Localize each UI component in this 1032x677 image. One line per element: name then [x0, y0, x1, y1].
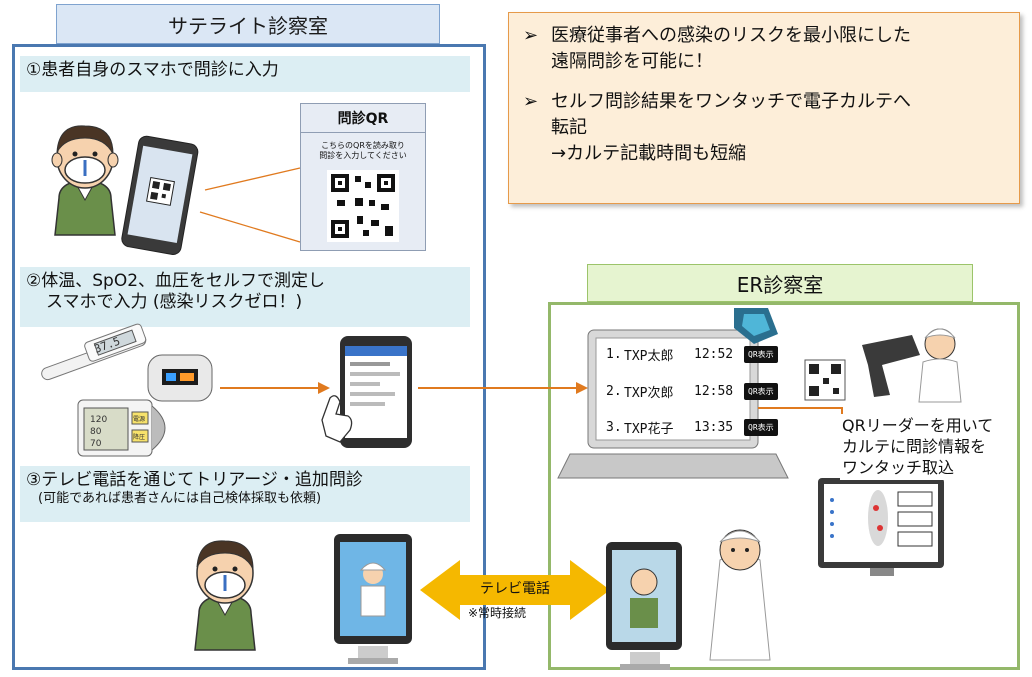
- bp-value-2: 80: [90, 427, 102, 437]
- patient-num: 1.: [606, 347, 622, 362]
- qr-card: 問診QR こちらのQRを読み取り 問診を入力してください: [300, 103, 426, 251]
- logo-icon: [734, 308, 778, 344]
- qr-reader-caption-line1: QRリーダーを用いて: [842, 416, 994, 435]
- pointing-hand-icon: [321, 395, 353, 443]
- summary-bullet-1-line1: 医療従事者への感染のリスクを最小限にした: [551, 25, 911, 46]
- patient-name: TXP次郎: [624, 386, 674, 401]
- patient-time: 12:52: [694, 347, 734, 362]
- patient-name: TXP花子: [624, 422, 674, 437]
- patient-row-2: 2. TXP次郎 12:58 QR表示: [606, 382, 778, 401]
- qr-card-text-line2: 問診を入力してください: [319, 151, 407, 161]
- qr-card-title: 問診QR: [301, 104, 425, 133]
- qr-card-text: こちらのQRを読み取り 問診を入力してください: [301, 133, 425, 166]
- nurse-illustration: [709, 529, 771, 661]
- qr-card-text-line1: こちらのQRを読み取り: [321, 141, 405, 150]
- videocall-label: テレビ電話: [480, 581, 550, 597]
- step3-line2: (可能であれば患者さんには自己検体採取も依頼): [38, 491, 322, 507]
- satellite-room-title: サテライト診察室: [56, 4, 440, 44]
- patient-illustration-2: [194, 540, 256, 651]
- summary-bullet-2-line1: セルフ問診結果をワンタッチで電子カルテへ: [551, 91, 911, 113]
- smartphone-illustration: [121, 135, 199, 255]
- summary-bullet-2-line3: →カルテ記載時間も短縮: [551, 143, 747, 165]
- patient-time: 12:58: [694, 384, 734, 399]
- step3-line1: ③テレビ電話を通じてトリアージ・追加問診: [26, 470, 363, 490]
- videocall-note: ※常時接続: [468, 606, 527, 620]
- nurse-illustration-2: [918, 328, 962, 403]
- summary-bullet-1: ➢ 医療従事者への感染のリスクを最小限にした 遠隔問診を可能に！: [523, 23, 1005, 75]
- qr-code-icon: [327, 169, 399, 242]
- qr-show-button[interactable]: QR表示: [744, 346, 778, 363]
- qr-reader-caption: QRリーダーを用いて カルテに問診情報を ワンタッチ取込: [840, 414, 996, 481]
- patient-time: 13:35: [694, 420, 734, 435]
- summary-bullet-2: ➢ セルフ問診結果をワンタッチで電子カルテへ 転記 →カルテ記載時間も短縮: [523, 89, 1005, 167]
- er-room-title: ER診察室: [587, 264, 973, 302]
- qr-show-button[interactable]: QR表示: [744, 383, 778, 400]
- qr-reader-caption-line3: ワンタッチ取込: [842, 457, 955, 477]
- arrow-bullet-icon: ➢: [523, 91, 539, 113]
- monitor-chart-illustration: [818, 478, 944, 576]
- step2-line2: スマホで入力 (感染リスクゼロ！): [46, 292, 303, 313]
- bp-value-1: 120: [90, 415, 107, 425]
- step1-label: ①患者自身のスマホで問診に入力: [20, 56, 470, 92]
- arrow-bullet-icon: ➢: [523, 25, 539, 46]
- bp-button-2: 降圧: [133, 433, 145, 441]
- qr-code-small-icon: [804, 359, 846, 401]
- qr-reader-caption-line2: カルテに問診情報を: [842, 436, 987, 456]
- pulse-oximeter-illustration: [147, 354, 213, 402]
- patient-row-3: 3. TXP花子 13:35 QR表示: [606, 418, 778, 437]
- bp-button-1: 電源: [133, 415, 145, 423]
- bp-monitor-illustration: 120 80 70 電源 降圧: [77, 399, 166, 457]
- laptop-illustration: [557, 329, 789, 479]
- thermometer-illustration: [41, 323, 147, 381]
- qr-show-button[interactable]: QR表示: [744, 419, 778, 436]
- tablet-patient-illustration: [606, 542, 682, 670]
- summary-bullet-1-line2: 遠隔問診を可能に！: [551, 51, 713, 73]
- summary-bullet-2-line2: 転記: [551, 117, 587, 139]
- summary-box: ➢ 医療従事者への感染のリスクを最小限にした 遠隔問診を可能に！ ➢ セルフ問診…: [508, 12, 1020, 204]
- qr-reader-illustration: [862, 335, 920, 397]
- videocall-double-arrow: [420, 560, 610, 620]
- patient-row-1: 1. TXP太郎 12:52 QR表示: [606, 345, 778, 364]
- patient-num: 2.: [606, 384, 622, 399]
- patient-name: TXP太郎: [624, 349, 674, 364]
- patient-illustration: [51, 125, 119, 236]
- tablet-nurse-illustration: [334, 534, 412, 664]
- step2-label: ②体温、SpO2、血圧をセルフで測定し スマホで入力 (感染リスクゼロ！): [20, 267, 470, 327]
- step3-label: ③テレビ電話を通じてトリアージ・追加問診 (可能であれば患者さんには自己検体採取…: [20, 466, 470, 522]
- patient-num: 3.: [606, 420, 622, 435]
- bp-value-3: 70: [90, 439, 102, 449]
- step2-line1: ②体温、SpO2、血圧をセルフで測定し: [26, 271, 326, 291]
- smartphone-form-illustration: [340, 336, 412, 448]
